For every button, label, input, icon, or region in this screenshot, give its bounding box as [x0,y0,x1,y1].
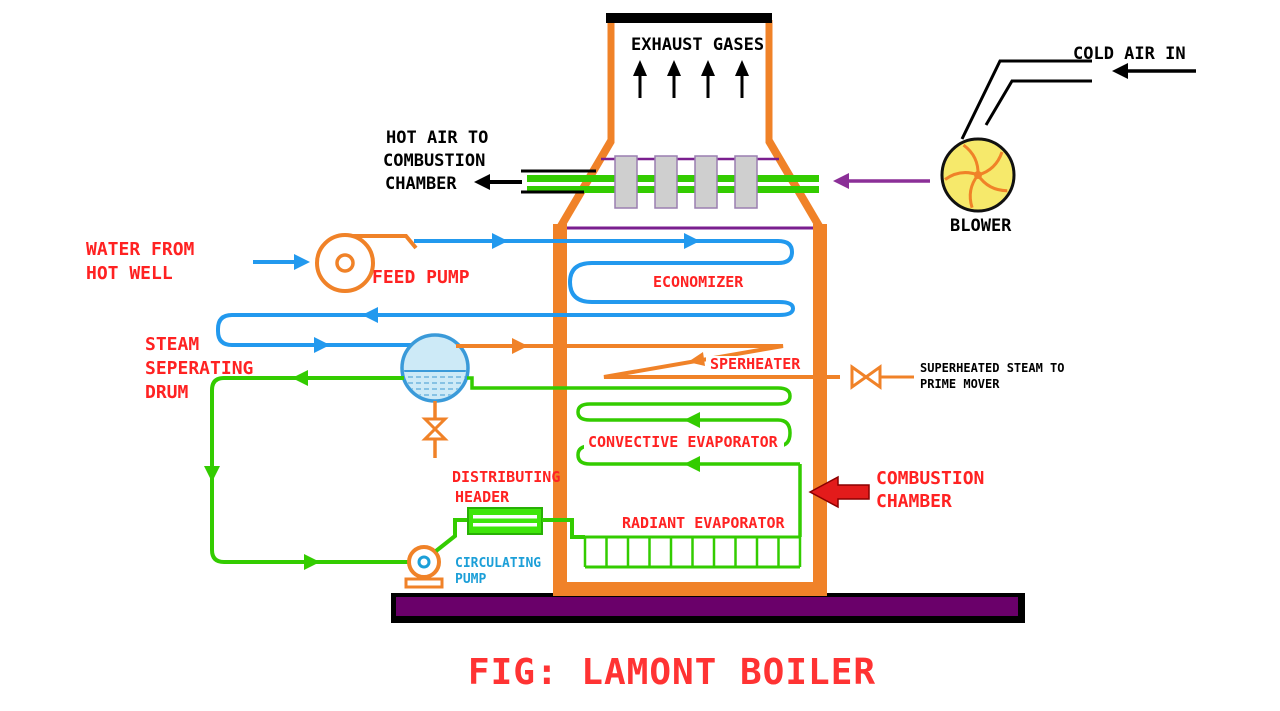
blower-fan-icon [944,143,1008,209]
interior-purple-lines [567,157,813,230]
boiler-shell [553,20,827,596]
steam-out-label-1: SUPERHEATED STEAM TO [920,361,1065,375]
hot-air-pipe [488,169,596,194]
blower-label: BLOWER [950,216,1012,236]
superheater-label: SPERHEATER [710,355,801,373]
dist-header-label-2: HEADER [455,488,510,506]
steam-drum-icon [400,333,470,403]
circulating-pump-label-2: PUMP [455,572,486,587]
blower-duct-outer [960,59,1092,140]
foundation-platform [391,593,1025,623]
steam-circuit [421,338,914,458]
steam-stop-valve-icon [850,364,882,390]
chimney-cap [606,13,772,23]
hot-air-arrow [474,174,490,190]
convective-evaporator-label: CONVECTIVE EVAPORATOR [588,433,779,451]
boiler-right-flare [765,138,823,229]
drum-valve-icon [421,417,449,441]
preheater-tubes [614,155,758,209]
boiler-floor [553,582,827,596]
circulating-pump-icon [404,545,444,589]
cold-air-flow-arrow [833,173,849,189]
convective-label-bg [584,433,784,450]
water-label-2: HOT WELL [86,263,173,284]
blower-duct-inner [984,79,1092,126]
exhaust-gases-label: EXHAUST GASES [631,35,764,55]
hot-air-label-2: COMBUSTION [383,151,485,171]
economizer-label: ECONOMIZER [653,273,744,291]
boiler-left-wall [553,224,567,596]
feedwater-circuit [216,233,796,353]
circulation-circuit [204,370,802,589]
combustion-chamber-arrow [808,475,870,509]
feed-pump-icon [315,233,418,293]
boiler-right-wall [813,224,827,596]
air-preheater [527,155,819,209]
steam-out-label-2: PRIME MOVER [920,377,1000,391]
dist-header-label-1: DISTRIBUTING [452,468,560,486]
circulating-pump-label-1: CIRCULATING [455,556,541,571]
drum-label-1: STEAM [145,334,199,355]
economizer-coil [216,239,796,347]
water-label-1: WATER FROM [86,239,195,260]
distributing-header-icon [467,507,543,535]
superheater-label-bg [706,356,804,372]
radiant-evaporator-label: RADIANT EVAPORATOR [622,514,786,532]
exhaust-arrows [633,60,749,98]
hot-air-label-1: HOT AIR TO [386,128,488,148]
hot-air-label-3: CHAMBER [385,174,457,194]
feed-pump-label: FEED PUMP [372,267,470,288]
diagram-labels: EXHAUST GASES COLD AIR IN HOT AIR TO COM… [86,35,1186,693]
blower-assembly [940,59,1196,213]
cold-air-in-label: COLD AIR IN [1073,44,1186,64]
combustion-label-2: CHAMBER [876,491,952,512]
radiant-evaporator-coil [583,535,802,569]
drum-label-2: SEPERATING [145,358,253,379]
figure-title: FIG: LAMONT BOILER [468,652,876,693]
convective-evaporator-coil [467,376,800,466]
cold-air-in-arrow [1112,63,1128,79]
combustion-label-1: COMBUSTION [876,468,984,489]
drum-label-3: DRUM [145,382,189,403]
boiler-left-flare [557,138,615,229]
